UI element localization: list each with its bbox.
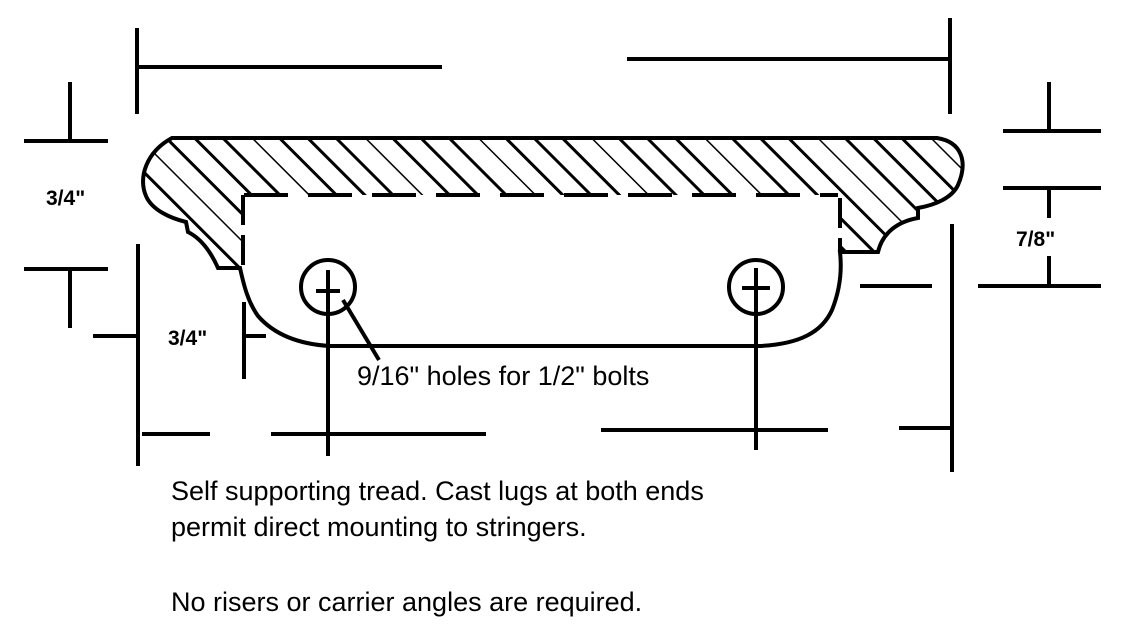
left-thickness-dimension (24, 82, 108, 328)
description-line-2: permit direct mounting to stringers. (171, 512, 587, 542)
dimension-label-top-thickness-right: 7/8" (1016, 228, 1055, 251)
hole-note-leader (341, 298, 381, 362)
hole-note: 9/16" holes for 1/2" bolts (357, 361, 649, 391)
hidden-void (244, 197, 838, 250)
width-dimension-line (135, 18, 952, 114)
tread-outline (141, 136, 965, 348)
description-line-1: Self supporting tread. Cast lugs at both… (171, 476, 704, 506)
description-line-3: No risers or carrier angles are required… (171, 587, 642, 617)
right-thickness-dimension (860, 82, 1101, 288)
dimension-label-lug-depth: 3/4" (168, 327, 207, 350)
dimension-label-top-thickness-left: 3/4" (46, 187, 85, 210)
hole-spacing-dimension-line (142, 426, 952, 436)
bolt-hole-right (727, 258, 785, 450)
lug-depth-dimension (93, 302, 266, 379)
bolt-hole-left (299, 258, 357, 456)
